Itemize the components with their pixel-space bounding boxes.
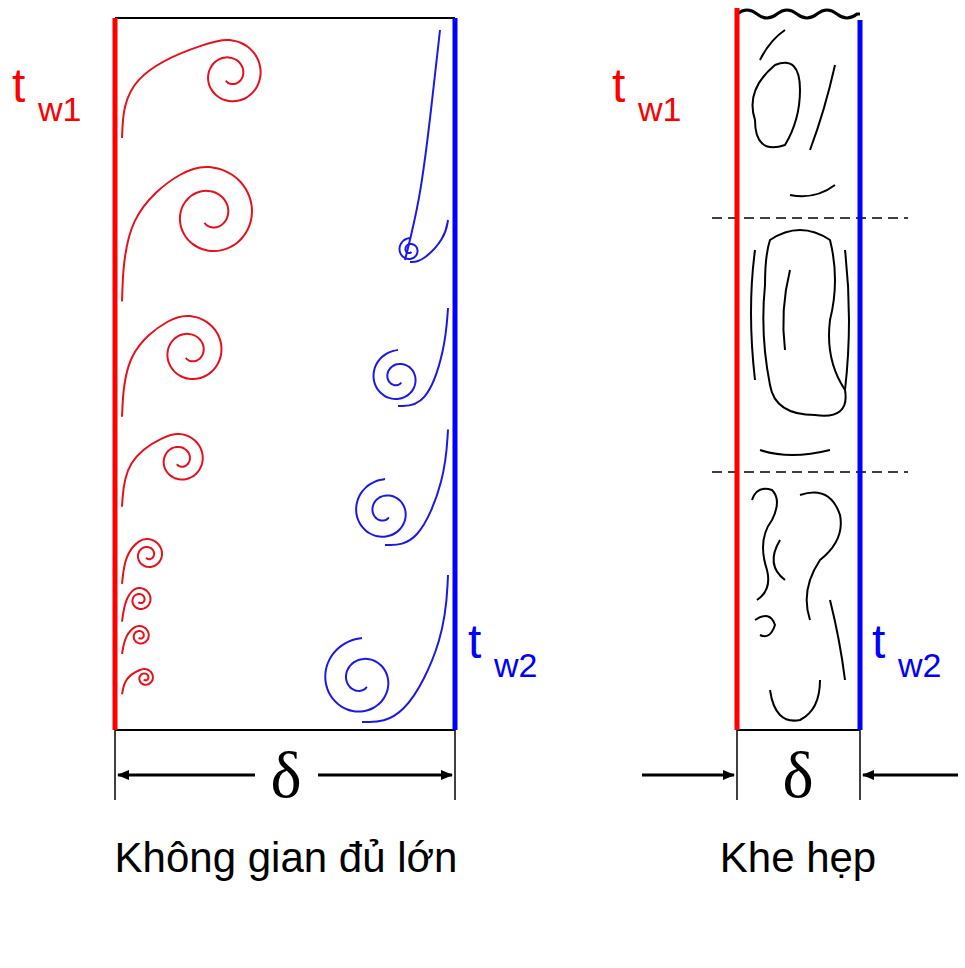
cold-wall	[858, 20, 863, 730]
temperature-symbol: t	[872, 618, 885, 666]
caption-label: Không gian đủ lớn	[115, 837, 458, 879]
hot-wall	[735, 8, 740, 730]
temperature-symbol: t	[612, 62, 625, 110]
caption-label: Khe hẹp	[720, 837, 876, 879]
wide-space	[115, 18, 455, 800]
temperature-symbol: t	[12, 62, 25, 110]
narrow-gap	[642, 8, 958, 800]
temperature-subscript: w1	[38, 92, 81, 126]
dimension-label: δ	[270, 742, 301, 808]
temperature-subscript: w2	[494, 648, 537, 682]
temperature-subscript: w1	[638, 92, 681, 126]
temperature-symbol: t	[468, 618, 481, 666]
hot-wall	[113, 18, 118, 730]
dimension-label: δ	[782, 742, 813, 808]
temperature-subscript: w2	[898, 648, 941, 682]
cold-wall	[453, 18, 458, 730]
